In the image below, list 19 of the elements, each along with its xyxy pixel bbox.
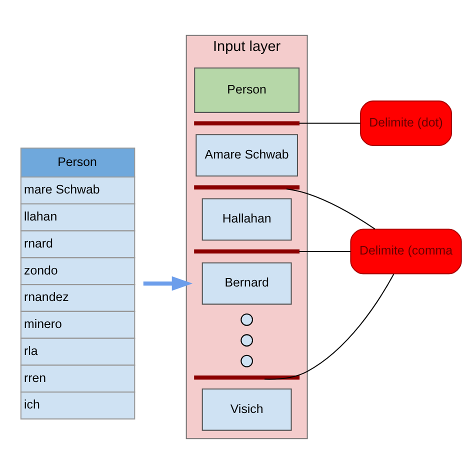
node-box: Delimite (dot) — [360, 100, 452, 146]
connector — [299, 250, 350, 252]
node-circle — [240, 354, 254, 368]
connector — [264, 274, 394, 380]
node-circle — [240, 314, 254, 326]
node-box: Visich — [202, 388, 292, 431]
node-bar — [194, 376, 300, 380]
node-box: Delimite (comma — [350, 228, 462, 274]
arrow — [143, 276, 193, 291]
node-bar — [194, 185, 300, 190]
node-circle — [240, 334, 254, 347]
connector — [286, 188, 376, 230]
node-bar — [194, 249, 300, 254]
node-box: Hallahan — [202, 198, 292, 241]
node-bar — [194, 121, 300, 126]
node-box: Amare Schwab — [196, 134, 298, 177]
node-box: Person — [194, 67, 300, 113]
connector — [299, 122, 360, 124]
node-box: Bernard — [202, 262, 292, 305]
